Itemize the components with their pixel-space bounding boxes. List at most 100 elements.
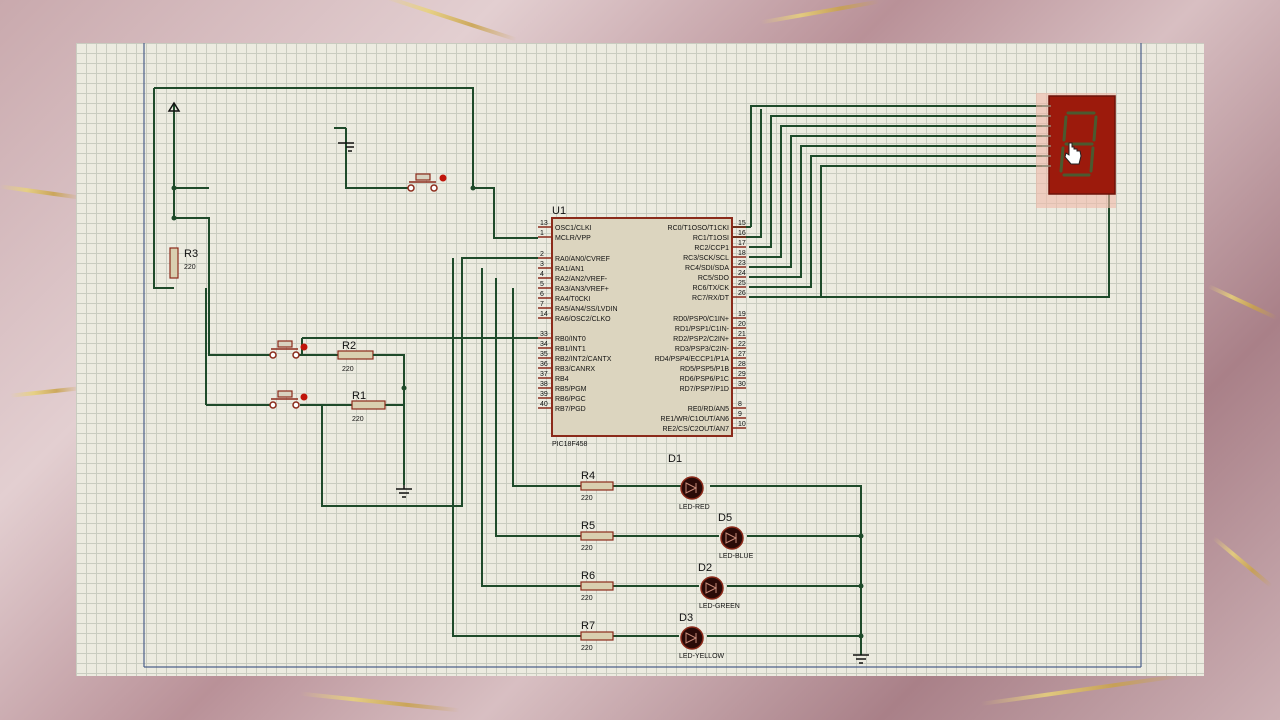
pin-number: 15 [738, 220, 746, 227]
pin-number: 14 [540, 311, 548, 318]
pin-label: RC7/RX/DT [692, 295, 730, 302]
r6-value: 220 [581, 595, 593, 602]
pin-label: RB1/INT1 [555, 346, 586, 353]
wires[interactable] [153, 87, 1110, 655]
d3-ref: D3 [679, 612, 693, 624]
button-state-indicator[interactable] [300, 343, 308, 351]
pin-label: RD1/PSP1/C1IN- [675, 326, 730, 333]
resistor-r6[interactable]: R6 220 [580, 570, 614, 602]
pin-number: 17 [738, 240, 746, 247]
pin-label: RC2/CCP1 [694, 245, 729, 252]
pin-label: RD4/PSP4/ECCP1/P1A [655, 356, 730, 363]
pin-label: RA4/T0CKI [555, 296, 590, 303]
junction-dots [171, 185, 864, 639]
pin-number: 9 [738, 411, 742, 418]
pin-label: RD5/PSP5/P1B [680, 366, 729, 373]
resistor-r1[interactable]: R1 220 [351, 390, 386, 423]
pin-number: 35 [540, 351, 548, 358]
pin-label: RB6/PGC [555, 396, 586, 403]
pushbutton-rb0[interactable] [269, 340, 308, 359]
pin-label: RA2/AN2/VREF- [555, 276, 608, 283]
pin-number: 33 [540, 331, 548, 338]
pin-label: RB2/INT2/CANTX [555, 356, 612, 363]
pin-label: RC3/SCK/SCL [683, 255, 729, 262]
pin-label: RE0/RD/AN5 [688, 406, 729, 413]
pin-number: 28 [738, 361, 746, 368]
pin-number: 21 [738, 331, 746, 338]
led-d3[interactable]: D3 LED-YELLOW [679, 612, 725, 660]
power-terminal-icon[interactable] [167, 101, 181, 112]
pin-number: 27 [738, 351, 746, 358]
d1-ref: D1 [668, 453, 682, 465]
d2-ref: D2 [698, 562, 712, 574]
chip-ref: U1 [552, 205, 566, 217]
pin-number: 4 [540, 271, 544, 278]
pin-label: RA1/AN1 [555, 266, 584, 273]
d2-value: LED-GREEN [699, 603, 740, 610]
d5-ref: D5 [718, 512, 732, 524]
pin-label: RB0/INT0 [555, 336, 586, 343]
pin-number: 5 [540, 281, 544, 288]
schematic-canvas[interactable]: R3 220 R2 220 R1 220 R4 220 R5 220 R6 22… [76, 43, 1204, 676]
button-state-indicator[interactable] [300, 393, 308, 401]
pin-number: 13 [540, 220, 548, 227]
pin-label: RE1/WR/C1OUT/AN6 [661, 416, 730, 423]
r1-ref: R1 [352, 390, 366, 402]
ground-icon[interactable] [853, 654, 869, 664]
pin-number: 20 [738, 321, 746, 328]
pin-label: RC6/TX/CK [692, 285, 729, 292]
resistor-r3[interactable]: R3 220 [169, 247, 198, 279]
pin-number: 7 [540, 301, 544, 308]
pin-number: 38 [540, 381, 548, 388]
pin-number: 36 [540, 361, 548, 368]
pin-number: 10 [738, 421, 746, 428]
pin-label: RB5/PGM [555, 386, 587, 393]
pin-label: RE2/CS/C2OUT/AN7 [662, 426, 729, 433]
resistor-r4[interactable]: R4 220 [580, 470, 614, 502]
r5-value: 220 [581, 545, 593, 552]
resistor-r5[interactable]: R5 220 [580, 520, 614, 552]
pin-number: 37 [540, 371, 548, 378]
led-d5[interactable]: D5 LED-BLUE [718, 512, 754, 560]
pushbutton-rb1[interactable] [269, 390, 308, 409]
hand-pointer-icon [1064, 142, 1082, 165]
pin-number: 1 [540, 230, 544, 237]
resistor-r2[interactable]: R2 220 [337, 340, 385, 373]
chip-right-pins: 15RC0/T1OSO/T1CKI16RC1/T1OSI17RC2/CCP118… [655, 220, 746, 433]
pin-number: 8 [738, 401, 742, 408]
r7-value: 220 [581, 645, 593, 652]
ground-icon[interactable] [338, 142, 354, 152]
pin-number: 40 [540, 401, 548, 408]
pin-number: 34 [540, 341, 548, 348]
ground-icon[interactable] [396, 485, 412, 498]
microcontroller-u1[interactable]: U1 PIC18F458 13OSC1/CLKI1MCLR/VPP2RA0/AN… [538, 205, 746, 448]
pin-label: RD2/PSP2/C2IN+ [673, 336, 729, 343]
pin-label: RC0/T1OSO/T1CKI [668, 225, 730, 232]
pin-number: 19 [738, 311, 746, 318]
pin-label: RD3/PSP3/C2IN- [675, 346, 730, 353]
pin-label: MCLR/VPP [555, 235, 591, 242]
pin-number: 2 [540, 251, 544, 258]
resistor-r7[interactable]: R7 220 [580, 620, 614, 652]
schematic-sheet[interactable]: R3 220 R2 220 R1 220 R4 220 R5 220 R6 22… [76, 43, 1204, 676]
pin-label: RA3/AN3/VREF+ [555, 286, 609, 293]
pin-number: 25 [738, 280, 746, 287]
button-state-indicator[interactable] [439, 174, 447, 182]
led-d2[interactable]: D2 LED-GREEN [698, 562, 740, 610]
r5-ref: R5 [581, 520, 595, 532]
pin-label: RC4/SDI/SDA [685, 265, 729, 272]
pin-number: 26 [738, 290, 746, 297]
pin-label: RB3/CANRX [555, 366, 595, 373]
pin-label: RB4 [555, 376, 569, 383]
pin-number: 6 [540, 291, 544, 298]
pin-label: RB7/PGD [555, 406, 586, 413]
d5-value: LED-BLUE [719, 553, 754, 560]
pin-label: RD0/PSP0/C1IN+ [673, 316, 729, 323]
pin-label: RA0/AN0/CVREF [555, 256, 610, 263]
r4-value: 220 [581, 495, 593, 502]
led-d1[interactable]: D1 LED-RED [668, 453, 710, 511]
pushbutton-top[interactable] [407, 173, 447, 192]
pin-number: 29 [738, 371, 746, 378]
pin-number: 39 [540, 391, 548, 398]
pin-label: OSC1/CLKI [555, 225, 592, 232]
